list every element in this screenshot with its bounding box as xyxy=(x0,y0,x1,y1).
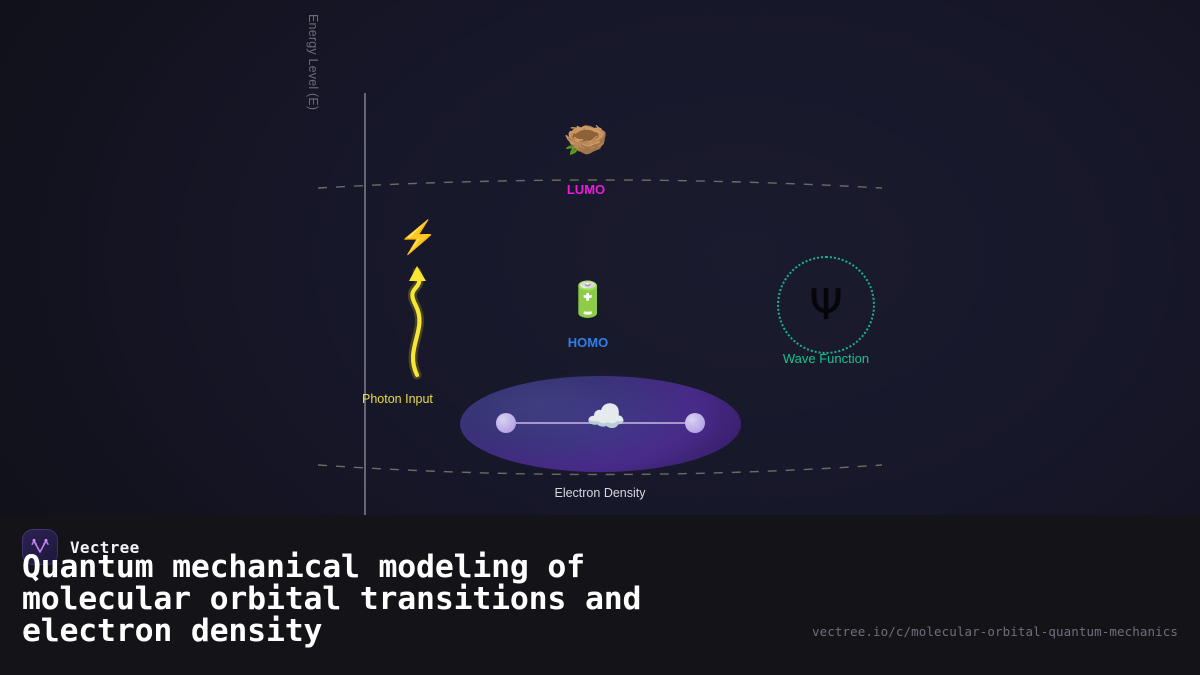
atom-node-left[interactable] xyxy=(496,413,516,433)
node-electron-density-label: Electron Density xyxy=(0,486,1200,500)
node-photon-input-label: Photon Input xyxy=(362,392,433,406)
lower-energy-level-arc xyxy=(317,464,883,476)
node-lumo-label: LUMO xyxy=(566,182,606,197)
psi-symbol-icon: Ψ xyxy=(809,280,843,329)
node-wave-function[interactable]: Ψ Wave Function xyxy=(776,256,876,366)
diagram-vector-layer xyxy=(317,93,883,518)
diagram-stage: Energy Level (E) 🪹 LUMO 🔋 HOMO Ψ Wave Fu… xyxy=(0,14,1200,518)
card-footer: Vectree Quantum mechanical modeling of m… xyxy=(0,515,1200,675)
atom-node-right[interactable] xyxy=(685,413,705,433)
energy-axis-label: Energy Level (E) xyxy=(306,14,320,111)
brand-row[interactable]: Vectree xyxy=(22,529,140,565)
vectree-logo-icon xyxy=(22,529,58,565)
node-homo[interactable]: 🔋 HOMO xyxy=(562,283,614,350)
cloud-icon: ☁️ xyxy=(586,398,626,434)
node-homo-label: HOMO xyxy=(567,335,609,350)
page-title: Quantum mechanical modeling of molecular… xyxy=(22,549,642,649)
lightning-bolt-icon: ⚡ xyxy=(398,219,438,255)
electron-density-label-text: Electron Density xyxy=(554,486,646,500)
photon-squiggle-arrow xyxy=(407,266,426,380)
upper-energy-level-arc xyxy=(317,179,883,189)
molecular-bond-line xyxy=(506,422,695,424)
node-wave-function-label: Wave Function xyxy=(782,351,870,366)
site-url: vectree.io/c/molecular-orbital-quantum-m… xyxy=(811,624,1178,639)
brand-name: Vectree xyxy=(70,537,140,557)
nest-icon: 🪹 xyxy=(563,119,609,160)
node-lumo[interactable]: 🪹 LUMO xyxy=(560,119,612,198)
wave-function-orbital-circle: Ψ xyxy=(777,256,875,354)
battery-icon: 🔋 xyxy=(566,281,610,319)
